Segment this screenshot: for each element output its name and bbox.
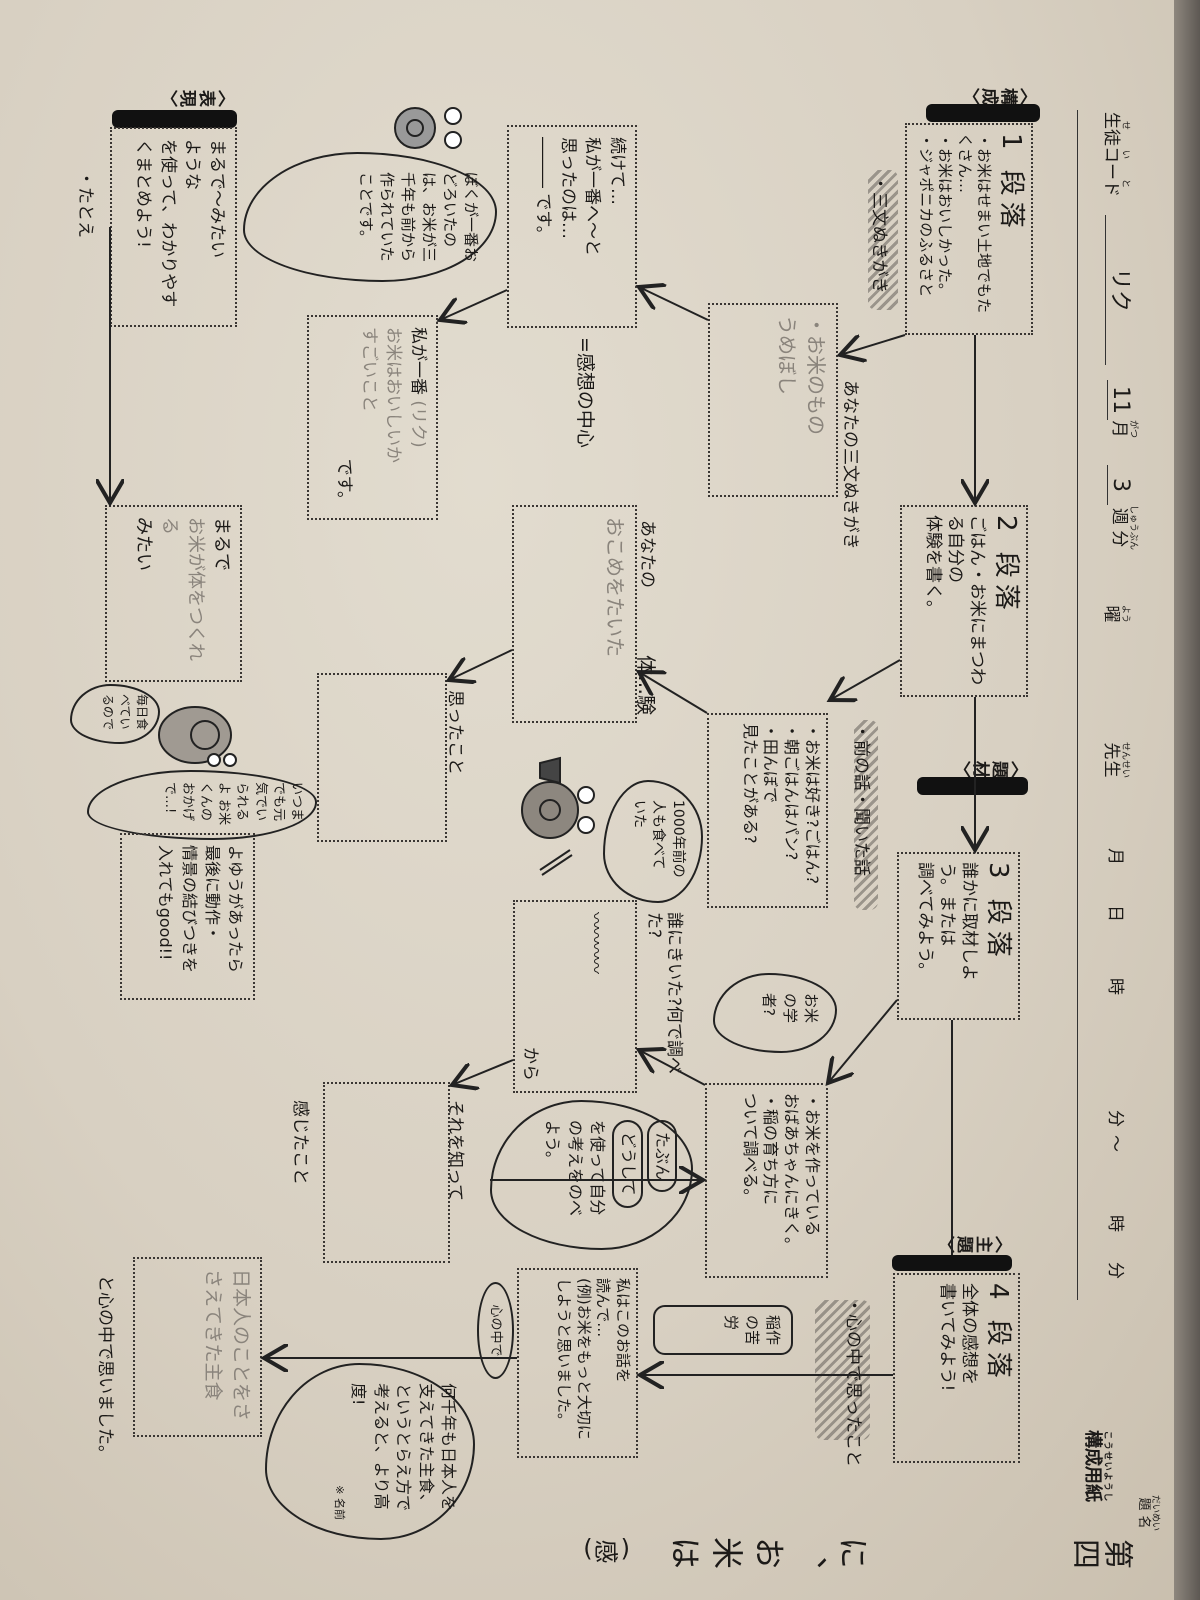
- frog-with-chopsticks-drawing: [521, 756, 595, 876]
- snail-frog-drawing: [158, 706, 237, 767]
- frog-drawing: [394, 107, 462, 149]
